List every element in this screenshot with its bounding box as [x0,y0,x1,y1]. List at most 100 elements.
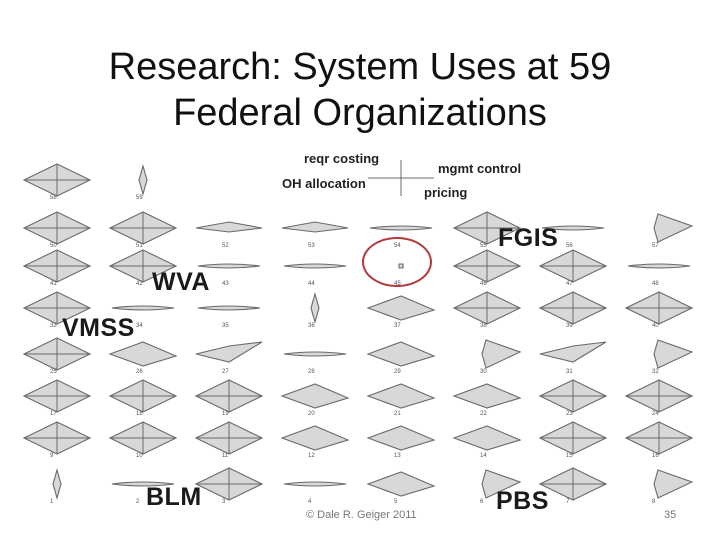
org-star-glyph [52,467,62,501]
org-number-label: 16 [652,453,659,459]
org-number-label: 52 [222,243,229,249]
org-number-label: 58 [50,195,57,201]
org-star-glyph [22,337,92,371]
org-star-glyph [452,383,522,409]
org-number-label: 31 [566,369,573,375]
org-number-label: 32 [652,369,659,375]
org-star-glyph [539,341,607,363]
legend-label-left: OH allocation [282,176,366,191]
org-star-glyph [624,291,694,325]
org-number-label: 18 [136,411,143,417]
highlight-circle [362,237,432,287]
org-star-glyph [22,291,92,325]
title-line-1: Research: System Uses at 59 [108,46,612,88]
org-star-glyph [369,225,433,231]
legend-label-right: mgmt control [438,161,522,176]
org-star-glyph [194,379,264,413]
org-number-label: 4 [308,499,312,505]
org-star-glyph [197,263,261,269]
org-star-glyph [538,421,608,455]
callout-pbs: PBS [496,487,549,515]
org-number-label: 56 [566,243,573,249]
org-number-label: 7 [566,499,570,505]
org-number-label: 2 [136,499,140,505]
org-number-label: 5 [394,499,398,505]
org-number-label: 36 [308,323,315,329]
callout-blm: BLM [146,483,202,511]
org-number-label: 20 [308,411,315,417]
org-number-label: 12 [308,453,315,459]
org-star-glyph [538,249,608,283]
org-star-glyph [283,481,347,487]
org-number-label: 43 [222,281,229,287]
callout-vmss: VMSS [62,314,135,342]
callout-wva: WVA [152,268,210,296]
legend-label-top: reqr costing [304,151,380,166]
org-star-glyph [197,305,261,311]
org-number-label: 8 [652,499,656,505]
org-number-label: 25 [50,369,57,375]
org-number-label: 3 [222,499,226,505]
org-number-label: 57 [652,243,659,249]
legend-star-glyph [368,160,434,196]
org-star-glyph [281,221,349,233]
slide-title: Research: System Uses at 59 Federal Orga… [60,44,660,136]
org-star-glyph [22,163,92,197]
org-number-label: 23 [566,411,573,417]
org-number-label: 46 [480,281,487,287]
org-star-glyph [194,467,264,501]
org-star-glyph [22,249,92,283]
org-number-label: 13 [394,453,401,459]
org-star-glyph [452,211,522,245]
org-star-glyph [452,425,522,451]
org-star-glyph [111,305,175,311]
org-number-label: 53 [308,243,315,249]
org-number-label: 39 [566,323,573,329]
org-number-label: 1 [50,499,54,505]
org-number-label: 37 [394,323,401,329]
org-star-glyph [452,291,522,325]
org-number-label: 33 [50,323,57,329]
org-star-glyph [653,469,694,499]
org-number-label: 19 [222,411,229,417]
org-number-label: 22 [480,411,487,417]
org-star-glyph [108,249,178,283]
org-star-glyph [653,213,694,243]
org-star-glyph [538,379,608,413]
org-number-label: 21 [394,411,401,417]
org-star-glyph [627,263,691,269]
org-number-label: 14 [480,453,487,459]
org-star-glyph [108,211,178,245]
org-star-glyph [366,425,436,451]
org-number-label: 17 [50,411,57,417]
org-number-label: 30 [480,369,487,375]
org-star-glyph [366,383,436,409]
org-number-label: 44 [308,281,315,287]
page-number: 35 [664,509,677,521]
org-star-glyph [194,421,264,455]
org-number-label: 34 [136,323,143,329]
org-number-label: 41 [50,281,57,287]
org-number-label: 11 [222,453,229,459]
org-number-label: 27 [222,369,229,375]
org-number-label: 47 [566,281,573,287]
org-star-glyph [138,163,148,197]
org-star-glyph [22,421,92,455]
org-number-label: 50 [50,243,57,249]
org-star-glyph [452,249,522,283]
org-number-label: 24 [652,411,659,417]
org-star-glyph [22,379,92,413]
org-star-glyph [624,421,694,455]
org-number-label: 9 [50,453,54,459]
callout-fgis: FGIS [498,224,559,252]
org-number-label: 48 [652,281,659,287]
org-star-glyph [22,211,92,245]
org-star-glyph [195,221,263,233]
org-number-label: 55 [480,243,487,249]
org-star-glyph [280,383,350,409]
org-star-glyph [195,341,263,363]
org-star-glyph [541,225,605,231]
org-number-label: 59 [136,195,143,201]
legend-label-bottom: pricing [424,185,468,200]
org-star-glyph [653,339,694,369]
